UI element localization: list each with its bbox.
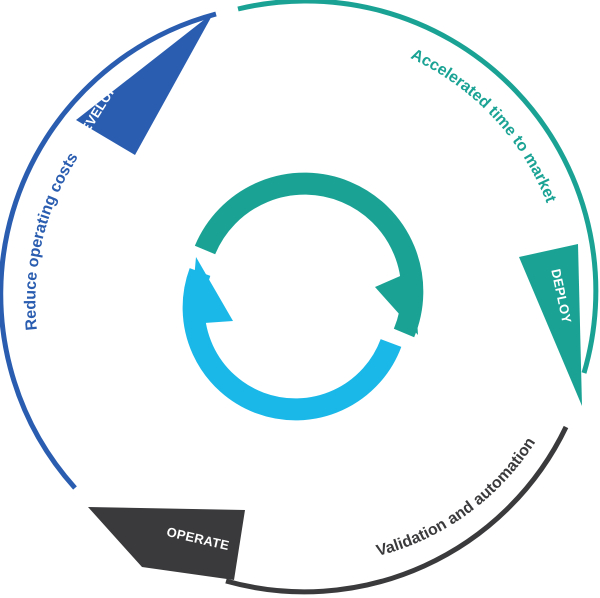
operate-arrow-block bbox=[88, 507, 245, 580]
deploy-arrow-block bbox=[519, 244, 582, 406]
accelerated-label: Accelerated time to market bbox=[408, 46, 559, 205]
validation-label: Validation and automation bbox=[375, 435, 539, 560]
develop-arrow-block bbox=[76, 12, 214, 155]
cycle-top-arrow bbox=[194, 172, 424, 338]
cycle-bottom-arrowhead bbox=[190, 257, 233, 324]
develop-arc bbox=[0, 11, 217, 490]
reduce-costs-label-text: Reduce operating costs bbox=[22, 150, 81, 331]
cycle-bottom-arrow bbox=[182, 268, 402, 421]
operate-arc bbox=[225, 425, 569, 595]
validation-label-text: Validation and automation bbox=[375, 435, 539, 560]
cycle-arrows-icon bbox=[182, 172, 424, 421]
accelerated-label-text: Accelerated time to market bbox=[408, 46, 559, 205]
deploy-arc bbox=[237, 0, 599, 374]
reduce-costs-label: Reduce operating costs bbox=[22, 150, 81, 331]
cycle-top-arrowhead bbox=[375, 270, 418, 335]
